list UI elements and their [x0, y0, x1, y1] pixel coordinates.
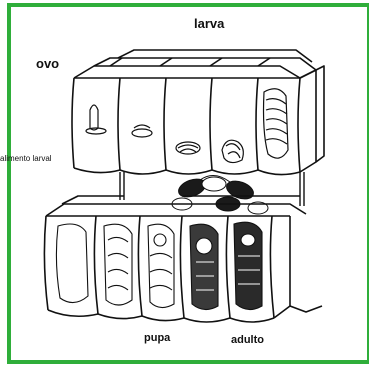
label-alimento-larval: alimento larval	[0, 154, 52, 164]
label-adulto: adulto	[231, 334, 264, 346]
pupa-2	[148, 224, 174, 307]
pupa-dark	[190, 224, 218, 309]
label-pupa: pupa	[144, 332, 170, 344]
emerging-bees	[172, 175, 268, 214]
pupa-1	[104, 224, 132, 305]
label-larva: larva	[194, 16, 224, 31]
lower-cell-contents	[56, 222, 262, 309]
prepupa	[56, 224, 88, 303]
egg-2	[132, 129, 152, 137]
egg-1	[90, 105, 98, 130]
frame-right-cover	[369, 0, 376, 369]
larva-small	[176, 142, 200, 154]
label-ovo: ovo	[36, 56, 59, 71]
lower-comb	[44, 196, 322, 322]
upper-cell-contents	[86, 89, 288, 163]
